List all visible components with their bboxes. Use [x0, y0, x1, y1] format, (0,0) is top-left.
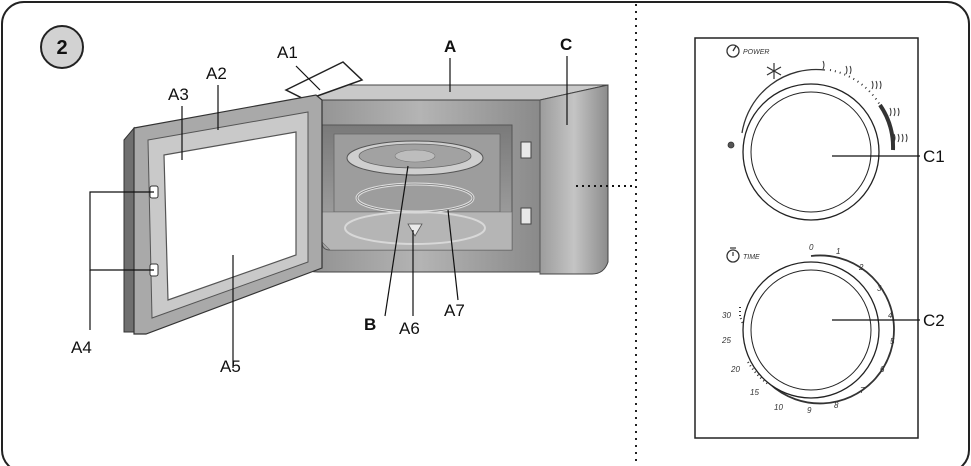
timer-mark-1: 1	[836, 247, 840, 256]
power-scale-thin	[741, 68, 826, 134]
figure-number: 2	[56, 37, 67, 59]
glass-tray	[346, 140, 484, 176]
timer-mark-9: 9	[807, 406, 812, 415]
label-a6: A6	[399, 319, 420, 338]
turntable-coupler	[344, 211, 486, 245]
label-c1: C1	[923, 147, 945, 166]
label-c2: C2	[923, 311, 945, 330]
microwave-door	[123, 94, 323, 335]
power-min-mark	[727, 141, 735, 149]
label-a2: A2	[206, 64, 227, 83]
label-a1: A1	[277, 43, 298, 62]
defrost-icon	[766, 63, 782, 79]
label-a3: A3	[168, 85, 189, 104]
power-level-glyphs	[822, 60, 908, 143]
timer-mark-6: 6	[880, 365, 885, 374]
timer-mark-15: 15	[750, 388, 759, 397]
timer-mark-0: 0	[809, 243, 814, 252]
latch-hole-bottom	[520, 207, 532, 225]
timer-mark-30: 30	[722, 311, 731, 320]
timer-mark-3: 3	[877, 284, 882, 293]
label-a7: A7	[444, 301, 465, 320]
timer-mark-4: 4	[888, 311, 893, 320]
figure-number-badge: 2	[40, 25, 84, 69]
power-label: POWER	[743, 49, 769, 56]
top-vent	[284, 61, 364, 101]
door-window	[163, 131, 297, 301]
control-panel-detail: POWER TIME	[694, 37, 920, 439]
latch-hole-top	[520, 141, 532, 159]
time-label: TIME	[743, 254, 760, 261]
label-a: A	[444, 37, 456, 56]
timer-mark-20: 20	[730, 365, 740, 374]
timer-mark-25: 25	[721, 336, 731, 345]
timer-mark-5: 5	[890, 337, 895, 346]
timer-mark-8: 8	[834, 401, 839, 410]
timer-icon	[726, 247, 740, 263]
leader-lines	[89, 56, 568, 368]
microwave-oven	[123, 61, 609, 335]
power-icon	[726, 44, 740, 58]
door-side	[123, 126, 135, 333]
label-c: C	[560, 35, 572, 54]
power-scale-dotted	[829, 69, 881, 106]
timer-mark-7: 7	[860, 386, 865, 395]
label-b: B	[364, 315, 376, 334]
power-scale-thick	[878, 103, 896, 151]
label-a5: A5	[220, 357, 241, 376]
control-panel-body	[539, 84, 609, 275]
timer-mark-10: 10	[774, 403, 783, 412]
label-a4: A4	[71, 338, 92, 357]
timer-mark-2: 2	[858, 263, 864, 272]
